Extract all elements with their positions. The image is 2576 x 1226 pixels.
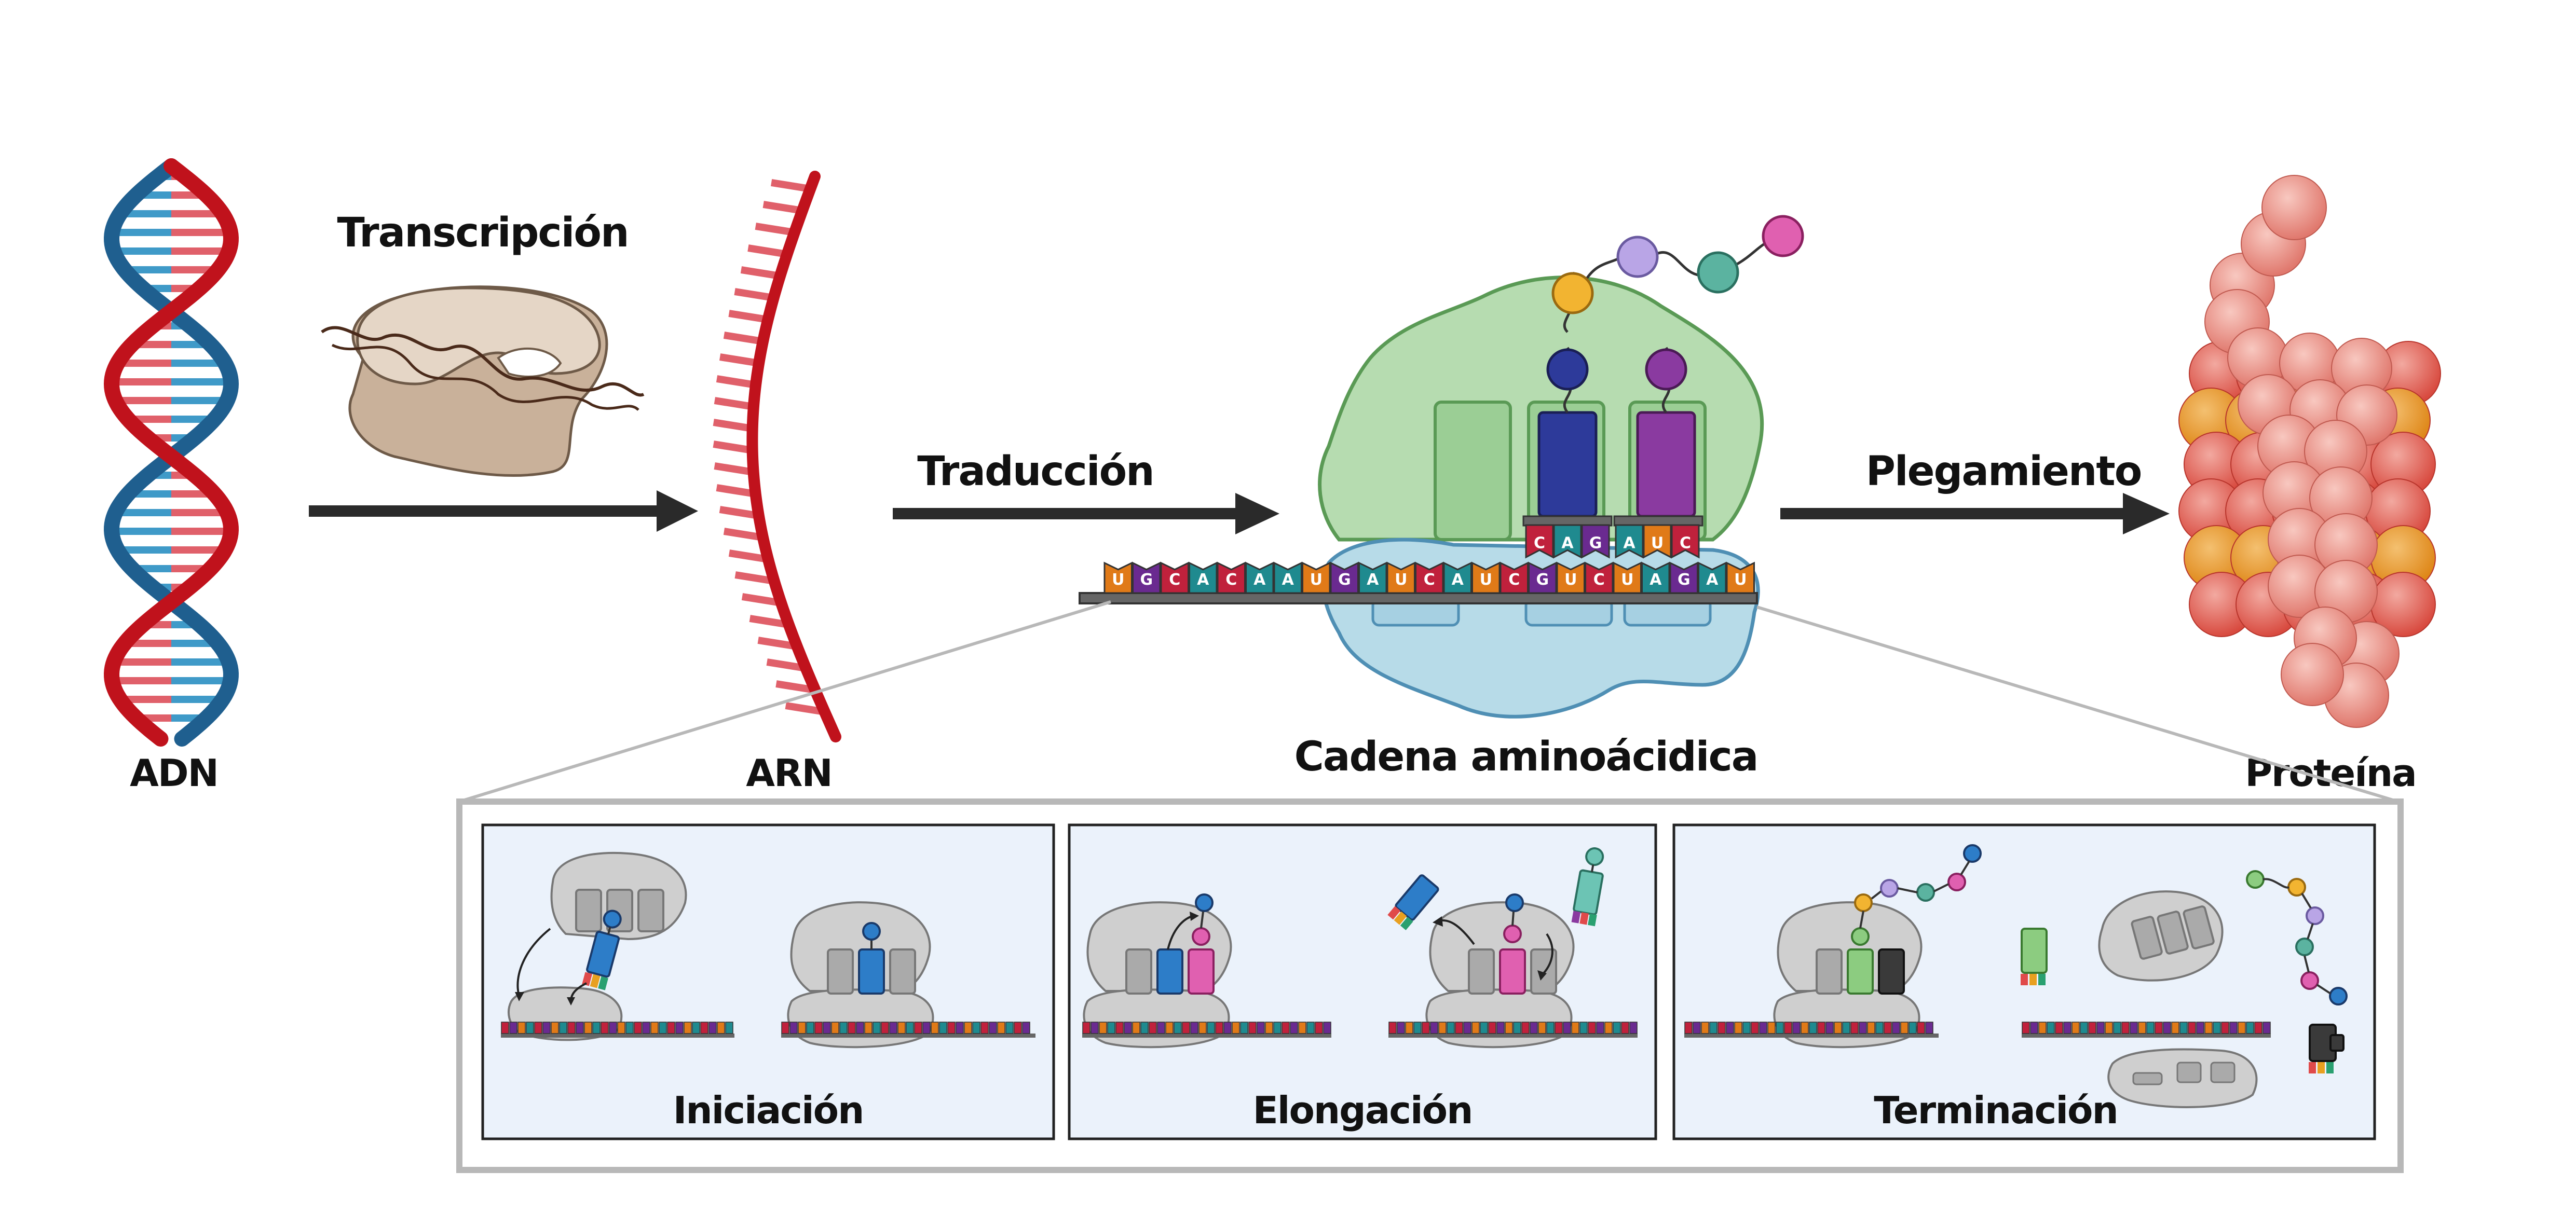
panel-termination: Terminación: [1672, 823, 2376, 1140]
svg-text:U: U: [1395, 571, 1407, 589]
translation-arrowhead: [1235, 493, 1279, 534]
folding-label: Plegamiento: [1866, 448, 2142, 495]
transcription-arrowhead: [657, 490, 698, 532]
svg-text:A: A: [1650, 571, 1662, 589]
panel-initiation-title: Iniciación: [673, 1089, 864, 1132]
dna-label: ADN: [130, 751, 218, 795]
zoom-line-left: [459, 600, 1111, 803]
translation-label: Traducción: [917, 448, 1153, 495]
svg-text:U: U: [1310, 571, 1323, 589]
transcription-label: Transcripción: [337, 210, 628, 256]
svg-text:G: G: [1338, 571, 1351, 589]
svg-text:C: C: [1508, 571, 1520, 589]
amino-acid-chain-icon: [1546, 215, 1804, 414]
svg-text:C: C: [1225, 571, 1237, 589]
svg-text:G: G: [1536, 571, 1549, 589]
svg-text:A: A: [1197, 571, 1209, 589]
panel-initiation: Iniciación: [481, 823, 1055, 1140]
svg-text:A: A: [1623, 534, 1635, 553]
svg-text:A: A: [1561, 534, 1574, 553]
svg-text:G: G: [1678, 571, 1691, 589]
svg-text:U: U: [1734, 571, 1747, 589]
svg-text:A: A: [1367, 571, 1379, 589]
svg-text:U: U: [1621, 571, 1633, 589]
svg-text:U: U: [1480, 571, 1492, 589]
svg-text:A: A: [1282, 571, 1294, 589]
svg-text:U: U: [1564, 571, 1577, 589]
svg-text:A: A: [1253, 571, 1266, 589]
folded-protein-icon: [2178, 175, 2441, 728]
svg-text:A: A: [1452, 571, 1464, 589]
rna-strand-icon: [713, 171, 841, 742]
folding-arrowhead: [2123, 493, 2170, 534]
panel-elongation-title: Elongación: [1253, 1089, 1473, 1132]
rna-label: ARN: [746, 751, 832, 795]
trna-a-site: [1613, 411, 1703, 527]
panel-elongation: Elongación: [1068, 823, 1657, 1140]
svg-text:C: C: [1593, 571, 1605, 589]
rna-polymerase-icon: [321, 285, 645, 477]
svg-text:C: C: [1534, 534, 1545, 553]
svg-text:C: C: [1680, 534, 1691, 553]
amino-chain-label: Cadena aminoácidica: [1294, 734, 1758, 780]
svg-text:A: A: [1706, 571, 1719, 589]
svg-text:U: U: [1651, 534, 1664, 553]
panel-termination-title: Terminación: [1874, 1089, 2118, 1132]
svg-text:C: C: [1169, 571, 1180, 589]
svg-text:G: G: [1140, 571, 1153, 589]
svg-text:G: G: [1589, 534, 1602, 553]
zoom-line-right: [1756, 605, 2398, 803]
protein-label: Proteína: [2245, 751, 2416, 795]
svg-text:C: C: [1424, 571, 1435, 589]
mrna-backbone: [1079, 592, 1758, 604]
svg-text:U: U: [1112, 571, 1124, 589]
dna-double-helix-icon: [103, 158, 239, 747]
